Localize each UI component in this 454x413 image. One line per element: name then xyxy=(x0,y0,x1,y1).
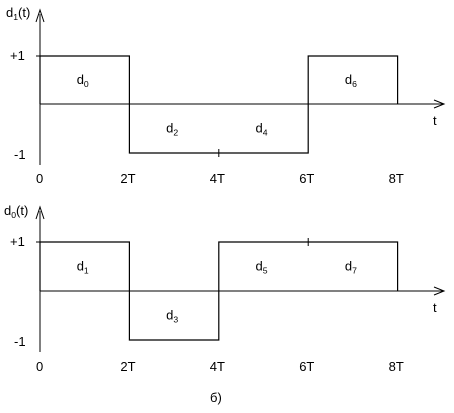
caption: б) xyxy=(210,390,222,405)
vertical-axis-arrow-icon xyxy=(35,8,45,23)
y-tick-plus-label: +1 xyxy=(10,48,25,63)
waveform-line xyxy=(39,241,399,341)
y-axis-label: d1(t) xyxy=(6,5,30,22)
time-tick-label: 2T xyxy=(120,359,135,374)
time-tick-label: 6T xyxy=(299,359,314,374)
time-axis-label: t xyxy=(433,113,437,128)
time-tick-label: 4T xyxy=(210,171,225,186)
time-axis-label: t xyxy=(433,300,437,315)
segment-label: d3 xyxy=(166,308,178,325)
y-tick-minus-label: -1 xyxy=(14,334,26,349)
segment-label: d4 xyxy=(256,121,268,138)
time-tick-label: 2T xyxy=(120,171,135,186)
segment-label: d2 xyxy=(166,121,178,138)
time-tick-label: 0 xyxy=(36,171,43,186)
time-tick-label: 6T xyxy=(299,171,314,186)
time-axis-arrow-icon xyxy=(433,286,446,296)
y-tick-plus-label: +1 xyxy=(10,234,25,249)
y-tick-minus-label: -1 xyxy=(14,147,26,162)
segment-label: d7 xyxy=(345,259,357,276)
segment-label: d6 xyxy=(345,72,357,89)
time-axis-arrow-icon xyxy=(433,99,446,109)
vertical-axis-arrow-icon xyxy=(35,205,45,220)
time-tick-label: 8T xyxy=(389,171,404,186)
y-axis-label: d0(t) xyxy=(4,203,28,220)
segment-label: d1 xyxy=(77,259,89,276)
time-tick-label: 4T xyxy=(210,359,225,374)
segment-label: d0 xyxy=(77,72,89,89)
time-tick-label: 0 xyxy=(36,359,43,374)
segment-label: d5 xyxy=(256,259,268,276)
time-tick-label: 8T xyxy=(389,359,404,374)
